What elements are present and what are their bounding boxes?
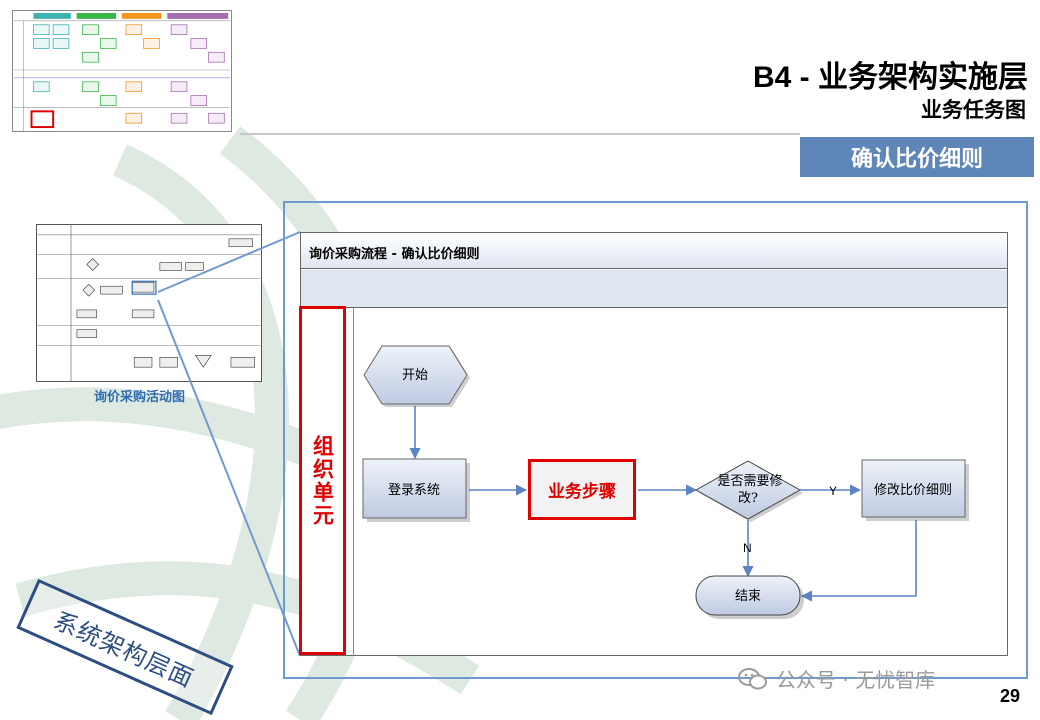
title-divider — [240, 133, 800, 135]
process-panel: 询价采购流程 - 确认比价细则 — [300, 232, 1008, 656]
node-start-label: 开始 — [402, 368, 428, 383]
node-login: 登录系统 — [362, 458, 470, 522]
node-business-step: 业务步骤 — [528, 459, 636, 520]
panel-header-band — [301, 270, 1007, 308]
zoom-frame — [283, 201, 1028, 679]
wechat-icon — [738, 667, 767, 689]
org-unit-label: 组织单元 — [310, 434, 335, 527]
node-decision-label-2: 改? — [738, 491, 758, 506]
node-login-label: 登录系统 — [388, 483, 440, 498]
watermark: 公众号 · 无忧智库 — [738, 664, 935, 693]
node-end: 结束 — [695, 575, 804, 619]
org-unit-lane: 组织单元 — [299, 306, 346, 655]
lane-divider — [353, 308, 354, 656]
edge-modify-end — [800, 520, 917, 602]
node-start: 开始 — [363, 345, 470, 407]
page-subtitle: 业务任务图 — [921, 98, 1026, 122]
overview-thumbnail — [12, 10, 232, 132]
edge-yes-label: Y — [829, 484, 837, 498]
node-modify: 修改比价细则 — [861, 459, 969, 521]
process-title: 询价采购流程 - 确认比价细则 — [301, 233, 1007, 269]
node-modify-label: 修改比价细则 — [874, 483, 952, 498]
node-decision-label-1: 是否需要修 — [717, 474, 782, 489]
node-end-label: 结束 — [735, 589, 761, 604]
node-decision: 是否需要修 改? — [694, 460, 803, 522]
page-number: 29 — [1000, 686, 1021, 706]
section-tag: 确认比价细则 — [800, 137, 1034, 177]
page-title: B4 - 业务架构实施层 — [752, 61, 1028, 94]
edge-no-label: N — [743, 541, 752, 555]
watermark-text: 公众号 · 无忧智库 — [776, 668, 936, 692]
node-business-step-label: 业务步骤 — [548, 482, 616, 502]
